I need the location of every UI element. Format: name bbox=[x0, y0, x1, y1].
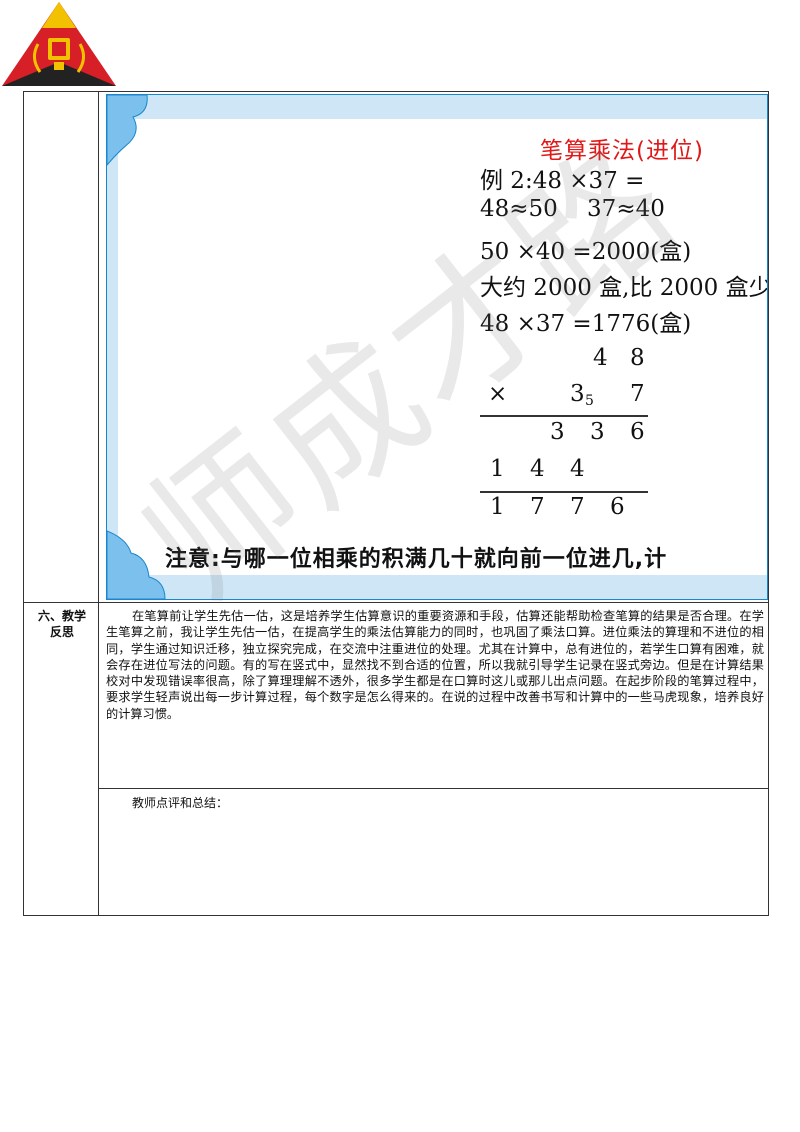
section-label: 六、教学 反思 bbox=[26, 608, 98, 640]
carry-digit: 5 bbox=[585, 393, 594, 409]
digit: 3 bbox=[570, 381, 585, 407]
digit: 7 bbox=[570, 494, 585, 520]
times-sign: × bbox=[488, 381, 508, 407]
slide-estimate-1: 48≈50 37≈40 bbox=[480, 196, 665, 222]
slide-title: 笔算乘法(进位) bbox=[540, 138, 704, 164]
vertical-rule bbox=[480, 491, 648, 493]
section-label-line1: 六、教学 bbox=[37, 609, 86, 623]
slide-example: 例 2:48 ×37 = bbox=[480, 168, 645, 194]
digit: 7 bbox=[630, 381, 645, 407]
corner-decoration bbox=[107, 95, 148, 166]
teaching-reflection: 在笔算前让学生先估一估，这是培养学生估算意识的重要资源和手段，估算还能帮助检查笔… bbox=[106, 609, 764, 721]
vertical-rule bbox=[480, 415, 648, 417]
digit: 8 bbox=[630, 345, 645, 371]
section-label-line2: 反思 bbox=[49, 625, 74, 639]
digit: 1 bbox=[490, 456, 505, 482]
slide-estimate-2: 50 ×40 =2000(盒) bbox=[480, 239, 692, 265]
digit: 3 bbox=[550, 419, 565, 445]
digit: 6 bbox=[630, 419, 645, 445]
digit: 1 bbox=[490, 494, 505, 520]
digit: 4 bbox=[593, 345, 608, 371]
teacher-review-label: 教师点评和总结： bbox=[132, 796, 229, 810]
digit: 4 bbox=[530, 456, 545, 482]
digit: 4 bbox=[570, 456, 585, 482]
row-divider bbox=[24, 602, 768, 603]
slide-result: 48 ×37 =1776(盒) bbox=[480, 311, 692, 337]
slide-content: 笔算乘法(进位) 例 2:48 ×37 = 48≈50 37≈40 50 ×40… bbox=[118, 119, 768, 575]
slide-estimate-3: 大约 2000 盒,比 2000 盒少 bbox=[480, 275, 768, 301]
digit: 7 bbox=[530, 494, 545, 520]
school-logo bbox=[2, 2, 116, 86]
lesson-slide-image: 笔算乘法(进位) 例 2:48 ×37 = 48≈50 37≈40 50 ×40… bbox=[106, 94, 768, 600]
row-divider-partial bbox=[98, 788, 768, 789]
corner-decoration bbox=[107, 530, 166, 599]
digit: 6 bbox=[610, 494, 625, 520]
digit: 3 bbox=[590, 419, 605, 445]
lesson-table: 笔算乘法(进位) 例 2:48 ×37 = 48≈50 37≈40 50 ×40… bbox=[23, 91, 769, 916]
slide-note: 注意:与哪一位相乘的积满几十就向前一位进几,计 bbox=[165, 547, 668, 572]
column-divider bbox=[98, 92, 99, 915]
